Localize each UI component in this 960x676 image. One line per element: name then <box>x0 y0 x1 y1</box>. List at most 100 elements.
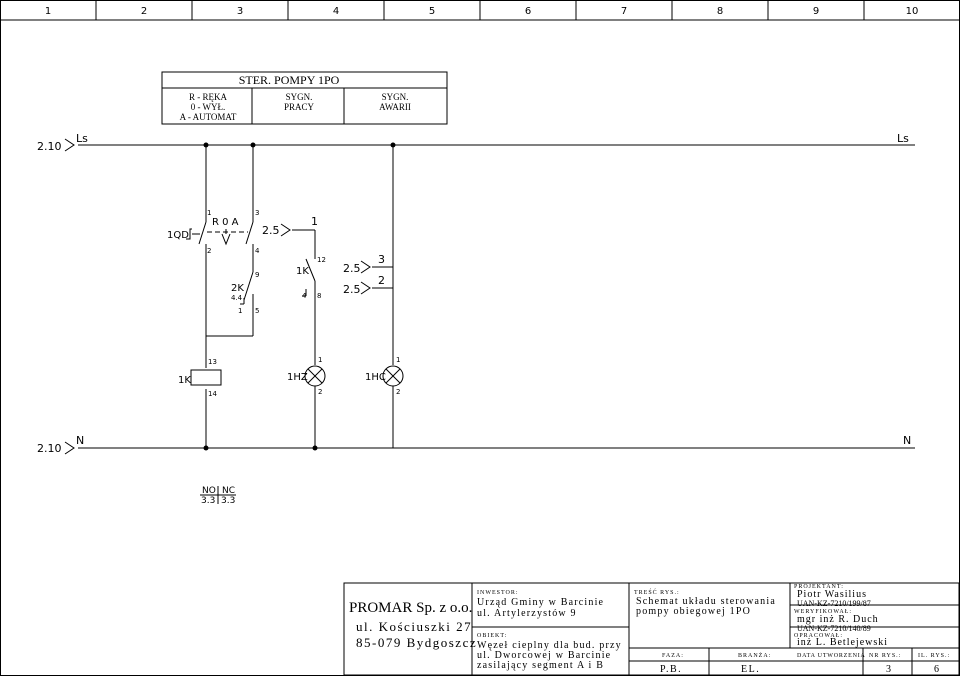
contact-table-no-value: 3.3 <box>201 496 215 506</box>
object-label: OBIEKT: <box>477 633 507 639</box>
column-number: 6 <box>525 6 531 17</box>
drawing-count-label: IL. RYS.: <box>918 653 950 659</box>
investor-line: ul. Artylerzystów 9 <box>477 608 577 619</box>
cross-ref-label: 2.5 <box>262 224 280 237</box>
weryfikowal-label: WERYFIKOWAŁ: <box>794 609 852 615</box>
column-number: 2 <box>141 6 147 17</box>
legend-sygn-awarii: SYGN. <box>382 92 409 102</box>
lamp-1hc-terminal: 2 <box>396 388 400 396</box>
lamp-1hc-terminal: 1 <box>396 356 400 364</box>
projektant-label: PROJEKTANT: <box>794 584 844 590</box>
contact-1k-label: 1K <box>296 266 309 277</box>
drawing-number-value: 3 <box>886 664 891 675</box>
column-number: 9 <box>813 6 819 17</box>
opracowal-name: inż L. Betlejewski <box>797 637 888 648</box>
contact-1k-terminal: 4 <box>302 292 307 300</box>
date-label: DATA UTWORZENIA <box>797 653 866 659</box>
cross-ref-arrows <box>280 223 393 295</box>
company-street: ul. Kościuszki 27 <box>356 619 472 634</box>
weryfikowal-name: mgr inż R. Duch <box>797 614 879 625</box>
contact-table <box>200 486 236 504</box>
object-line: ul. Dworcowej w Barcinie <box>477 650 611 661</box>
column-number: 4 <box>333 6 339 17</box>
contact-2k-ref: 4.4 <box>231 294 243 302</box>
legend-sygn-pracy: PRACY <box>284 102 315 112</box>
bus-n-label-right: N <box>903 434 911 447</box>
faza-label: FAZA: <box>662 653 684 659</box>
contact-1k-terminal: 12 <box>317 256 326 264</box>
contact-table-no: NO <box>202 486 216 496</box>
column-number: 7 <box>621 6 627 17</box>
contact-2k-terminal: 5 <box>255 307 259 315</box>
lamp-1hz-terminal: 2 <box>318 388 322 396</box>
contact-2k-terminal: 9 <box>255 271 259 279</box>
contact-2k-terminal: 1 <box>238 307 242 315</box>
lamp-1hc-label: 1HC <box>365 372 386 383</box>
faza-value: P.B. <box>660 664 682 675</box>
column-number: 8 <box>717 6 723 17</box>
legend-mode-line: A - AUTOMAT <box>180 112 237 122</box>
bus-ls-ref: 2.10 <box>37 140 62 153</box>
contact-1k <box>305 258 316 282</box>
content-line: Schemat układu sterowania <box>636 596 776 607</box>
column-number: 3 <box>237 6 243 17</box>
drawing-number-label: NR RYS.: <box>869 653 901 659</box>
coil-1k-terminal: 13 <box>208 358 217 366</box>
object-line: zasilający segment A i B <box>477 660 604 671</box>
projektant-name: Piotr Wasilius <box>797 589 867 600</box>
coil-1k <box>190 369 222 386</box>
contact-table-nc-value: 3.3 <box>221 496 235 506</box>
bus-n <box>64 441 915 455</box>
cross-ref-label: 2.5 <box>343 283 361 296</box>
investor-line: Urząd Gminy w Barcinie <box>477 597 604 608</box>
legend-mode-line: R - RĘKA <box>189 92 228 102</box>
column-header: 1 2 3 4 5 6 7 8 9 10 <box>45 6 919 17</box>
contact-2k <box>243 271 254 301</box>
investor-label: INWESTOR: <box>477 590 519 596</box>
legend-table <box>161 71 448 125</box>
coil-1k-label: 1K <box>178 375 191 386</box>
lamp-1hz-terminal: 1 <box>318 356 322 364</box>
bus-ls <box>64 138 915 152</box>
cross-ref-number: 2 <box>378 274 385 287</box>
column-number: 10 <box>906 6 919 17</box>
projektant-number: UAN-KZ-7210/199/87 <box>797 599 871 608</box>
contact-1k-terminal: 8 <box>317 292 321 300</box>
cross-ref-number: 3 <box>378 253 385 266</box>
title-block <box>343 582 960 676</box>
branza-value: EL. <box>741 664 760 675</box>
weryfikowal-number: UAN-KZ-7210/140/89 <box>797 624 871 633</box>
switch-terminal: 3 <box>255 209 259 217</box>
legend-title: STER. POMPY 1PO <box>239 73 340 87</box>
company-city: 85-079 Bydgoszcz <box>356 635 477 650</box>
lamp-1hc <box>382 365 404 387</box>
bus-ls-label: Ls <box>76 132 88 145</box>
object-line: Węzeł cieplny dla bud. przy <box>477 640 622 651</box>
column-number: 1 <box>45 6 51 17</box>
switch-1qd-label: 1QD <box>167 230 189 241</box>
switch-terminal: 2 <box>207 247 211 255</box>
switch-1qd <box>186 221 254 246</box>
bus-n-label: N <box>76 434 84 447</box>
company-name: PROMAR Sp. z o.o. <box>349 600 472 616</box>
legend-sygn-awarii: AWARII <box>379 102 411 112</box>
lamp-1hz <box>304 365 326 387</box>
contact-table-nc: NC <box>222 486 235 496</box>
branza-label: BRANŻA: <box>738 652 771 659</box>
legend-sygn-pracy: SYGN. <box>286 92 313 102</box>
drawing-count-value: 6 <box>934 664 939 675</box>
content-line: pompy obiegowej 1PO <box>636 606 751 617</box>
lamp-1hz-label: 1HZ <box>287 372 308 383</box>
column-number: 5 <box>429 6 435 17</box>
opracowal-label: OPRACOWAŁ: <box>794 633 843 639</box>
switch-terminal: 1 <box>207 209 211 217</box>
legend-mode-line: 0 - WYŁ. <box>191 102 226 112</box>
content-label: TREŚĆ RYS.: <box>634 588 680 596</box>
switch-positions: R 0 A <box>212 217 239 228</box>
bus-n-ref: 2.10 <box>37 442 62 455</box>
bus-ls-label-right: Ls <box>897 132 909 145</box>
coil-1k-terminal: 14 <box>208 390 217 398</box>
wiring <box>205 145 394 448</box>
